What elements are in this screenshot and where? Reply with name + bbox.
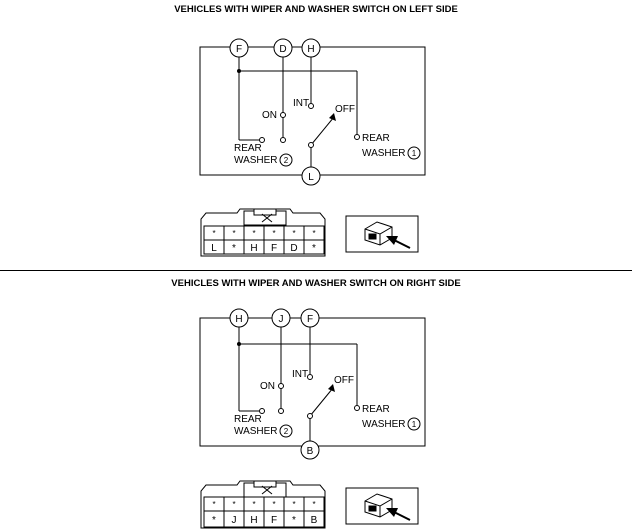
contact-rear-washer-1: [354, 134, 360, 140]
pin-bottom-5: *: [292, 515, 296, 526]
terminal-f-circle: [300, 308, 320, 328]
terminal-h-label: H: [235, 314, 242, 325]
pin-bottom-2: *: [232, 243, 236, 254]
pin-top-5: *: [292, 229, 295, 238]
pin-top-2: *: [232, 500, 235, 509]
label-rear-1: REAR: [362, 133, 390, 144]
view-arrow-icon: [386, 508, 398, 517]
terminal-f-label: F: [307, 314, 313, 325]
terminal-j-circle: [271, 308, 291, 328]
pin-bottom-1: L: [211, 243, 217, 254]
label-on: ON: [260, 381, 275, 392]
contact-rear-washer-1: [354, 405, 360, 411]
label-off: OFF: [335, 104, 355, 115]
connector-view-icon: [345, 487, 419, 525]
pin-bottom-2: J: [232, 515, 237, 526]
terminal-d-label: D: [279, 44, 286, 55]
pin-top-3: *: [252, 500, 255, 509]
label-int: INT: [292, 369, 308, 380]
contact-rear-washer-2: [259, 137, 265, 143]
terminal-d-circle: [273, 38, 293, 58]
label-off: OFF: [334, 375, 354, 386]
contact-on-lower: [280, 137, 286, 143]
num-one-circle: [407, 417, 421, 431]
connector-view-icon: [345, 215, 419, 253]
terminal-b-label: B: [307, 446, 314, 457]
num-one-label: 1: [412, 149, 417, 158]
contact-common: [307, 413, 313, 419]
pin-top-5: *: [292, 500, 295, 509]
section-divider: [0, 270, 632, 271]
switch-diagram-right: H J F B ON INT OFF REAR WASHER 2 REAR WA…: [199, 308, 426, 529]
pin-top-1: *: [212, 500, 215, 509]
num-two-circle: [279, 424, 293, 438]
label-rear-1: REAR: [362, 404, 390, 415]
terminal-l-label: L: [308, 172, 314, 183]
contact-on: [280, 112, 286, 118]
pin-bottom-5: D: [290, 243, 297, 254]
pin-top-6: *: [312, 229, 315, 238]
contact-int: [308, 103, 314, 109]
pin-top-1: *: [212, 229, 215, 238]
pin-top-4: *: [272, 229, 275, 238]
contact-int: [307, 374, 313, 380]
label-washer-1: WASHER: [362, 419, 406, 430]
label-rear-2: REAR: [234, 143, 262, 154]
pin-bottom-6: *: [312, 243, 316, 254]
num-two-label: 2: [284, 427, 289, 436]
pin-bottom-6: B: [311, 515, 318, 526]
pin-top-6: *: [312, 500, 315, 509]
label-washer-2: WASHER: [234, 426, 278, 437]
terminal-f-label: F: [236, 44, 242, 55]
contact-rear-washer-2: [259, 408, 265, 414]
pin-top-2: *: [232, 229, 235, 238]
pin-bottom-3: H: [250, 515, 257, 526]
pin-bottom-4: F: [271, 515, 277, 526]
num-one-label: 1: [412, 420, 417, 429]
switch-arrow: [329, 113, 336, 121]
terminal-b-circle: [300, 440, 320, 460]
pin-bottom-4: F: [271, 243, 277, 254]
label-washer-1: WASHER: [362, 148, 406, 159]
label-rear-2: REAR: [234, 414, 262, 425]
switch-arrow: [328, 384, 335, 392]
view-arrow-icon: [386, 236, 398, 245]
num-two-label: 2: [284, 156, 289, 165]
pin-top-3: *: [252, 229, 255, 238]
terminal-h-label: H: [307, 44, 314, 55]
terminal-f-circle: [229, 38, 249, 58]
connector-face-right: [200, 480, 326, 529]
pin-bottom-1: *: [212, 515, 216, 526]
terminal-l-circle: [301, 166, 321, 186]
junction-dot: [237, 342, 241, 346]
junction-dot: [237, 69, 241, 73]
pin-bottom-3: H: [250, 243, 257, 254]
contact-on: [278, 383, 284, 389]
label-int: INT: [293, 98, 309, 109]
contact-common: [308, 142, 314, 148]
connector-face-left: [200, 208, 326, 257]
num-one-circle: [407, 146, 421, 160]
contact-on-lower: [278, 408, 284, 414]
terminal-j-label: J: [279, 314, 284, 325]
switch-diagram-left: F D H L ON INT OFF REAR WASHER 2 REAR WA…: [199, 38, 426, 257]
pin-top-4: *: [272, 500, 275, 509]
label-on: ON: [262, 110, 277, 121]
diagram-title-left: VEHICLES WITH WIPER AND WASHER SWITCH ON…: [174, 4, 458, 15]
terminal-h-circle: [229, 308, 249, 328]
label-washer-2: WASHER: [234, 155, 278, 166]
terminal-h-circle: [301, 38, 321, 58]
num-two-circle: [279, 153, 293, 167]
diagram-title-right: VEHICLES WITH WIPER AND WASHER SWITCH ON…: [171, 278, 461, 289]
